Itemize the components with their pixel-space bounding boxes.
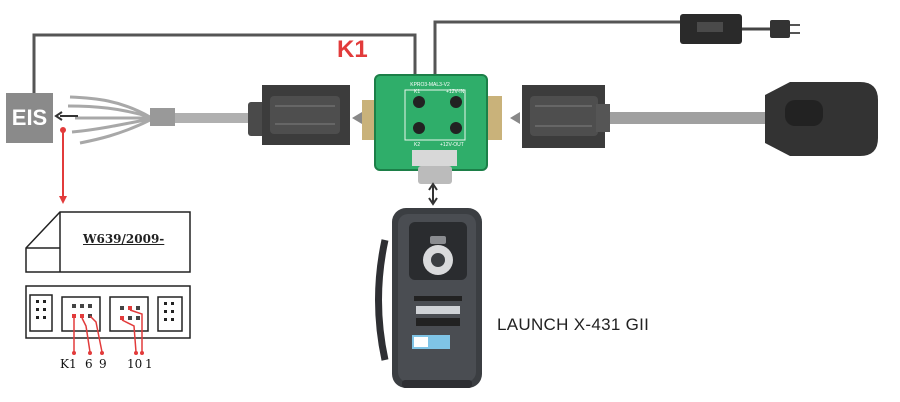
- pin-label-10: 10: [127, 357, 143, 371]
- eis-module-label: EIS: [6, 93, 53, 143]
- main-cable: [175, 112, 765, 124]
- eis-to-ecu-arrow: [59, 127, 67, 204]
- device-link-arrow: [428, 182, 438, 206]
- k1-wire: [32, 33, 417, 95]
- cable-sleeve: [150, 108, 175, 126]
- right-arrow: [510, 112, 520, 124]
- ecu-lead-dots: [72, 351, 144, 355]
- eis-wires: [67, 95, 151, 145]
- power-wire: [433, 20, 680, 76]
- ecu-pins: [36, 300, 174, 321]
- board-k1-text: K1: [414, 89, 420, 95]
- launch-device: [375, 208, 482, 388]
- left-arrow: [352, 112, 362, 124]
- pin-label-k1: K1: [60, 357, 77, 371]
- launch-device-label: LAUNCH X-431 GII: [497, 315, 650, 334]
- ecu-module-drawing: [25, 211, 191, 339]
- left-db9-connector: [248, 85, 350, 145]
- board-12v-out-text: +12V-OUT: [440, 142, 464, 148]
- pin-label-6: 6: [85, 357, 93, 371]
- board-k2-text: K2: [414, 142, 420, 148]
- pin-label-9: 9: [99, 357, 107, 371]
- board-12v-in-text: +12V-IN: [446, 89, 465, 95]
- pin-label-1: 1: [145, 357, 153, 371]
- right-db9-connector: [522, 85, 610, 148]
- ecu-red-leads: [73, 309, 143, 353]
- k1-label: K1: [337, 36, 368, 63]
- power-adapter: [680, 14, 800, 44]
- adapter-board: [362, 74, 502, 184]
- ecu-model-label: W639/2009-: [83, 232, 165, 246]
- obd-plug: [765, 82, 878, 156]
- board-top-text: KPRO3-MAL3-V2: [410, 82, 450, 88]
